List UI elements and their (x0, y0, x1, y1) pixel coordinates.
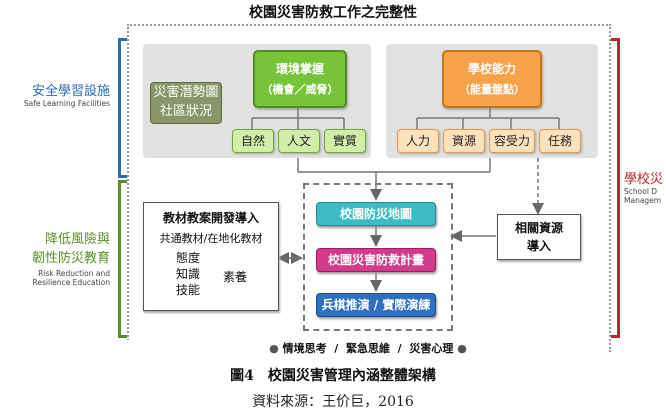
school-capacity-header: 學校能力 （能量盤點） (442, 50, 542, 108)
flow-step-plan: 校園災害防救計畫 (316, 248, 436, 272)
concept-emergency: 緊急思維 (346, 342, 390, 355)
label-school-en-2: Managem (624, 196, 662, 205)
teaching-list: 態度 知識 技能 (168, 250, 208, 298)
env-item-nature: 自然 (232, 129, 274, 153)
bottom-dot-left: ● (269, 342, 279, 355)
teaching-item-skill: 技能 (175, 283, 200, 297)
teaching-item-attitude: 態度 (175, 251, 200, 265)
separator-2: / (397, 342, 402, 355)
hazard-map-box: 災害潛勢圖 社區狀況 (150, 82, 222, 124)
resources-line1: 相關資源 (514, 221, 563, 235)
label-school-cn: 學校災 (624, 172, 664, 187)
bottom-dot-right: ● (457, 342, 467, 355)
school-header-line1: 學校能力 (467, 62, 516, 76)
bracket-risk-reduction (118, 180, 127, 338)
bracket-school-management (611, 38, 620, 338)
school-header-line2: （能量盤點） (459, 83, 525, 96)
flow-step-map: 校園防災地圖 (316, 202, 436, 226)
teaching-subtitle: 共通教材/在地化教材 (159, 232, 263, 245)
hazard-map-line1: 災害潛勢圖 (153, 85, 219, 100)
school-item-manpower: 人力 (397, 129, 439, 153)
concept-situational: 情境思考 (282, 342, 327, 355)
environment-header: 環境掌握 （機會／威脅） (253, 50, 347, 108)
label-risk-reduction: 降低風險與 韌性防災教育 Risk Reduction and Resilien… (0, 228, 110, 287)
label-risk-cn-2: 韌性防災教育 (31, 251, 110, 266)
env-item-culture: 人文 (278, 129, 320, 153)
label-risk-en-1: Risk Reduction and (38, 269, 110, 278)
related-resources-box: 相關資源 導入 (497, 214, 581, 260)
label-risk-en-2: Resilience Education (32, 278, 110, 287)
teaching-title: 教材教案開發導入 (162, 211, 259, 225)
teaching-literacy: 素養 (223, 270, 248, 284)
concept-psychology: 災害心理 (409, 342, 454, 355)
school-item-tasks: 任務 (539, 129, 581, 153)
teaching-material-box: 教材教案開發導入 共通教材/在地化教材 (143, 202, 279, 311)
separator-1: / (334, 342, 339, 355)
label-risk-cn-1: 降低風險與 (44, 232, 110, 247)
flow-dashed-box (303, 183, 453, 331)
bracket-safe-learning (118, 38, 127, 178)
label-school-en-1: School D (624, 187, 658, 196)
figure-caption: 圖4 校園災害管理內涵整體架構 (230, 368, 436, 384)
environment-header-line1: 環境掌握 (275, 62, 324, 76)
label-safe-learning-cn: 安全學習設施 (31, 84, 110, 99)
env-item-physical: 實質 (324, 129, 366, 153)
school-item-resources: 資源 (443, 129, 485, 153)
teaching-item-knowledge: 知識 (175, 267, 200, 281)
school-item-capacity: 容受力 (489, 129, 535, 153)
resources-line2: 導入 (526, 239, 551, 253)
hazard-map-line2: 社區狀況 (159, 104, 212, 119)
environment-header-line2: （機會／威脅） (261, 83, 339, 96)
label-school-management: 學校災 School D Managem (624, 168, 666, 205)
diagram-title: 校園災害防救工作之完整性 (249, 5, 417, 21)
label-safe-learning-en: Safe Learning Facilities (23, 99, 110, 108)
bottom-concepts: ● 情境思考 / 緊急思維 / 災害心理 ● (127, 340, 609, 356)
figure-source: 資料來源：王价巨，2016 (252, 394, 414, 410)
label-safe-learning: 安全學習設施 Safe Learning Facilities (0, 80, 110, 108)
flow-step-drill: 兵棋推演 / 實際演練 (316, 293, 436, 317)
